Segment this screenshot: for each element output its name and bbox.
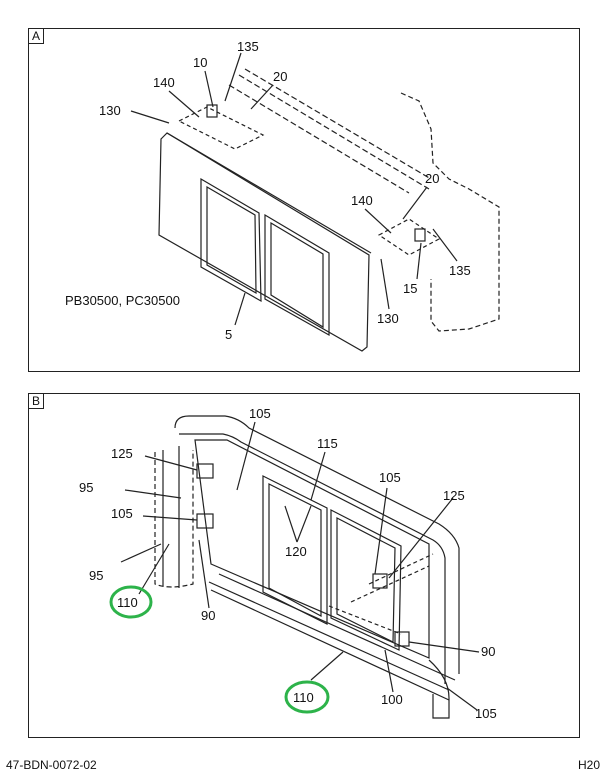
callout: 105 xyxy=(249,406,271,421)
callout: 135 xyxy=(449,263,471,278)
window-left xyxy=(262,475,328,625)
panel-a-letter: A xyxy=(28,28,44,44)
callout: 130 xyxy=(99,103,121,118)
callout: 90 xyxy=(481,644,495,659)
window-left xyxy=(200,177,262,303)
window-right xyxy=(330,509,402,651)
panel-a: A xyxy=(28,28,580,372)
callout: 105 xyxy=(379,470,401,485)
top-rail xyxy=(228,68,432,194)
footer-page: H20 xyxy=(577,758,600,772)
callout: 140 xyxy=(351,193,373,208)
hinge-plate-top xyxy=(177,106,265,150)
callout: 20 xyxy=(273,69,287,84)
callout: 90 xyxy=(201,608,215,623)
panel-b-letter: B xyxy=(28,393,44,409)
callout: 95 xyxy=(79,480,93,495)
callout-highlighted: 110 xyxy=(117,595,138,610)
callout-highlighted: 110 xyxy=(293,690,314,705)
cab-wall-outline xyxy=(400,92,500,332)
bottom-track xyxy=(208,573,456,701)
door-main xyxy=(194,439,430,659)
highlight-ring xyxy=(284,680,330,714)
door-panel xyxy=(158,132,370,352)
callout: 100 xyxy=(381,692,403,707)
hinge-plate-right xyxy=(377,218,441,256)
callout: 95 xyxy=(89,568,103,583)
model-text: PB30500, PC30500 xyxy=(65,293,180,308)
callout: 10 xyxy=(193,55,207,70)
callout: 115 xyxy=(317,436,338,451)
panel-b: B xyxy=(28,393,580,738)
callout: 105 xyxy=(475,706,497,721)
callout: 120 xyxy=(285,544,307,559)
callout: 135 xyxy=(237,39,259,54)
frame-top xyxy=(174,415,460,674)
left-post xyxy=(154,450,194,588)
panel-a-drawing: 135 10 20 140 130 20 140 135 15 130 5 PB… xyxy=(65,39,500,352)
window-right xyxy=(264,213,330,337)
right-post xyxy=(428,659,450,719)
callout: 125 xyxy=(111,446,133,461)
callout: 15 xyxy=(403,281,417,296)
callout: 5 xyxy=(225,327,232,342)
callout: 125 xyxy=(443,488,465,503)
panel-b-drawing: 105 115 125 95 105 105 125 120 95 110 90… xyxy=(79,406,497,721)
highlight-ring xyxy=(109,585,153,619)
callout: 105 xyxy=(111,506,133,521)
callout: 20 xyxy=(425,171,439,186)
callout: 140 xyxy=(153,75,175,90)
footer-code: 47-BDN-0072-02 xyxy=(6,758,97,772)
callout: 130 xyxy=(377,311,399,326)
